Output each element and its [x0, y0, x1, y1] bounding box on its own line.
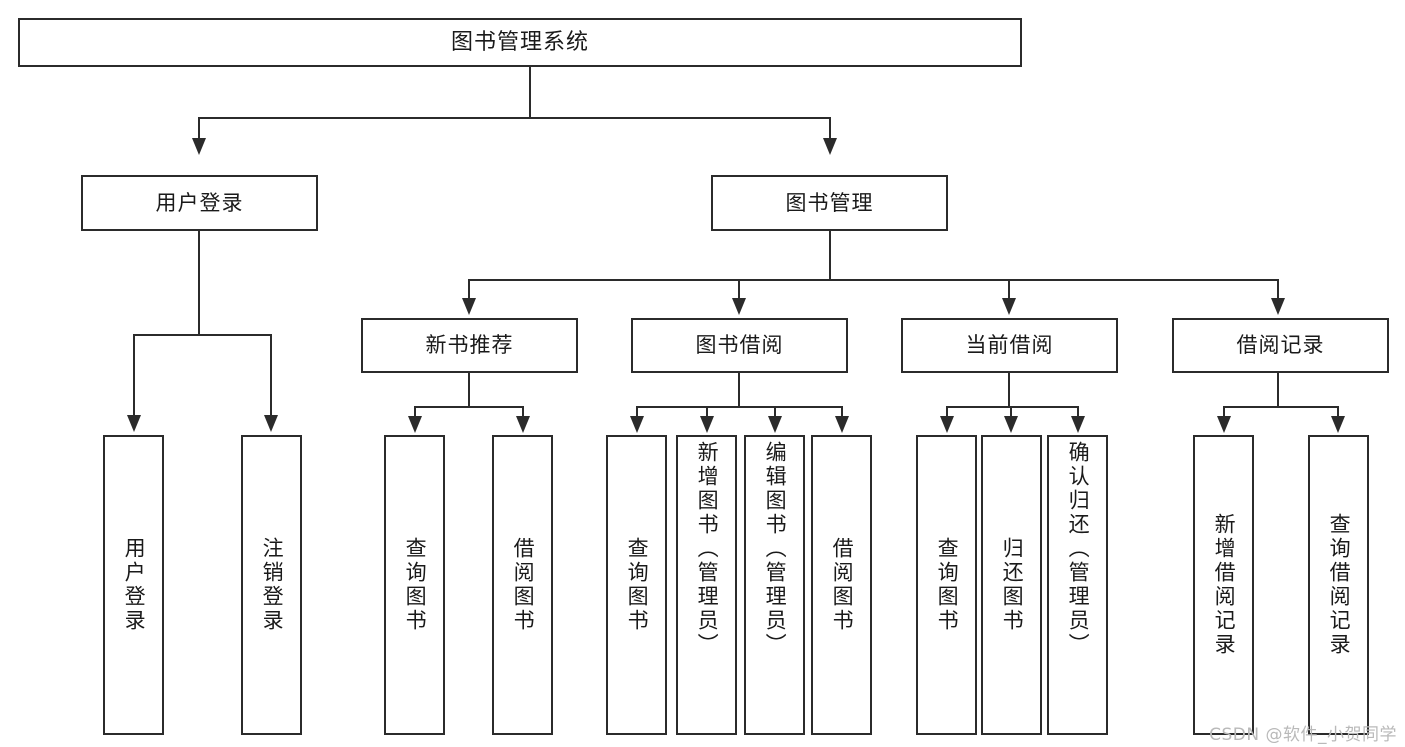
arrowhead-user-login-leaf-1 — [127, 415, 141, 432]
connector-new-book-stem — [468, 373, 470, 406]
leaf-new-book-query-book[interactable]: 查询图书 — [384, 435, 445, 735]
leaf-book-borrow-add-book-admin[interactable]: 新增图书（管理员） — [676, 435, 737, 735]
leaf-label: 归还图书 — [1000, 537, 1025, 633]
arrowhead-book-borrow-leaf-2 — [700, 416, 714, 433]
connector-borrow-record-to-leaf-2 — [1337, 406, 1339, 418]
connector-bm-to-book-borrow — [738, 279, 740, 299]
node-borrow-record[interactable]: 借阅记录 — [1172, 318, 1389, 373]
connector-current-borrow-to-leaf-3 — [1077, 406, 1079, 418]
connector-book-borrow-to-leaf-1 — [636, 406, 638, 418]
leaf-label: 新增图书（管理员） — [695, 441, 720, 657]
node-label: 新书推荐 — [425, 333, 514, 357]
node-book-management[interactable]: 图书管理 — [711, 175, 948, 231]
arrowhead-borrow-record-leaf-2 — [1331, 416, 1345, 433]
leaf-current-borrow-query-book[interactable]: 查询图书 — [916, 435, 977, 735]
node-label: 用户登录 — [155, 190, 244, 215]
leaf-label: 注销登录 — [260, 537, 285, 633]
connector-user-login-to-leaf-2 — [270, 334, 272, 416]
arrowhead-bm-current-borrow — [1002, 298, 1016, 315]
connector-borrow-record-to-leaf-1 — [1223, 406, 1225, 418]
connector-book-borrow-bus — [636, 406, 843, 408]
node-book-borrow[interactable]: 图书借阅 — [631, 318, 848, 373]
arrowhead-bm-new-book — [462, 298, 476, 315]
node-label: 当前借阅 — [965, 333, 1054, 357]
leaf-current-borrow-confirm-return-admin[interactable]: 确认归还（管理员） — [1047, 435, 1108, 735]
leaf-new-book-borrow-book[interactable]: 借阅图书 — [492, 435, 553, 735]
leaf-label: 查询图书 — [403, 537, 428, 633]
arrowhead-root-to-user-login — [192, 138, 206, 155]
arrowhead-current-borrow-leaf-1 — [940, 416, 954, 433]
node-current-borrow[interactable]: 当前借阅 — [901, 318, 1118, 373]
leaf-book-borrow-edit-book-admin[interactable]: 编辑图书（管理员） — [744, 435, 805, 735]
arrowhead-book-borrow-leaf-1 — [630, 416, 644, 433]
leaf-book-borrow-borrow-book[interactable]: 借阅图书 — [811, 435, 872, 735]
leaf-label: 查询借阅记录 — [1327, 513, 1352, 657]
connector-book-borrow-to-leaf-3 — [774, 406, 776, 418]
node-label: 图书管理 — [785, 190, 874, 215]
arrowhead-bm-book-borrow — [732, 298, 746, 315]
leaf-borrow-record-query-record[interactable]: 查询借阅记录 — [1308, 435, 1369, 735]
connector-current-borrow-to-leaf-1 — [946, 406, 948, 418]
node-user-login[interactable]: 用户登录 — [81, 175, 318, 231]
connector-book-management-bus — [468, 279, 1279, 281]
leaf-label: 查询图书 — [935, 537, 960, 633]
arrowhead-book-borrow-leaf-4 — [835, 416, 849, 433]
leaf-user-login-logout[interactable]: 注销登录 — [241, 435, 302, 735]
leaf-label: 借阅图书 — [511, 537, 536, 633]
leaf-label: 借阅图书 — [830, 537, 855, 633]
arrowhead-root-to-book-management — [823, 138, 837, 155]
node-label: 借阅记录 — [1236, 333, 1325, 357]
connector-root-bus — [198, 117, 831, 119]
connector-bm-to-current-borrow — [1008, 279, 1010, 299]
connector-user-login-bus — [133, 334, 272, 336]
leaf-label: 查询图书 — [625, 537, 650, 633]
arrowhead-bm-borrow-record — [1271, 298, 1285, 315]
leaf-current-borrow-return-book[interactable]: 归还图书 — [981, 435, 1042, 735]
leaf-book-borrow-query-book[interactable]: 查询图书 — [606, 435, 667, 735]
leaf-label: 确认归还（管理员） — [1066, 441, 1091, 657]
connector-borrow-record-stem — [1277, 373, 1279, 406]
connector-book-borrow-to-leaf-4 — [841, 406, 843, 418]
connector-book-borrow-stem — [738, 373, 740, 406]
arrowhead-current-borrow-leaf-2 — [1004, 416, 1018, 433]
node-root-book-management-system[interactable]: 图书管理系统 — [18, 18, 1022, 67]
leaf-user-login-login[interactable]: 用户登录 — [103, 435, 164, 735]
node-label: 图书管理系统 — [450, 29, 589, 55]
arrowhead-new-book-leaf-1 — [408, 416, 422, 433]
connector-borrow-record-bus — [1223, 406, 1339, 408]
connector-new-book-to-leaf-1 — [414, 406, 416, 418]
connector-root-to-book-management — [829, 117, 831, 139]
node-new-book-recommend[interactable]: 新书推荐 — [361, 318, 578, 373]
connector-new-book-to-leaf-2 — [522, 406, 524, 418]
arrowhead-borrow-record-leaf-1 — [1217, 416, 1231, 433]
connector-root-to-user-login — [198, 117, 200, 139]
connector-new-book-bus — [414, 406, 524, 408]
arrowhead-user-login-leaf-2 — [264, 415, 278, 432]
arrowhead-current-borrow-leaf-3 — [1071, 416, 1085, 433]
connector-bm-to-borrow-record — [1277, 279, 1279, 299]
connector-bm-to-new-book — [468, 279, 470, 299]
connector-user-login-to-leaf-1 — [133, 334, 135, 416]
connector-book-management-stem — [829, 231, 831, 279]
connector-root-stem — [529, 67, 531, 117]
connector-current-borrow-to-leaf-2 — [1010, 406, 1012, 418]
connector-current-borrow-bus — [946, 406, 1078, 408]
arrowhead-book-borrow-leaf-3 — [768, 416, 782, 433]
node-label: 图书借阅 — [695, 333, 784, 357]
connector-book-borrow-to-leaf-2 — [706, 406, 708, 418]
leaf-borrow-record-add-record[interactable]: 新增借阅记录 — [1193, 435, 1254, 735]
connector-current-borrow-stem — [1008, 373, 1010, 406]
leaf-label: 新增借阅记录 — [1212, 513, 1237, 657]
leaf-label: 用户登录 — [122, 537, 147, 633]
connector-user-login-stem — [198, 231, 200, 334]
leaf-label: 编辑图书（管理员） — [763, 441, 788, 657]
arrowhead-new-book-leaf-2 — [516, 416, 530, 433]
